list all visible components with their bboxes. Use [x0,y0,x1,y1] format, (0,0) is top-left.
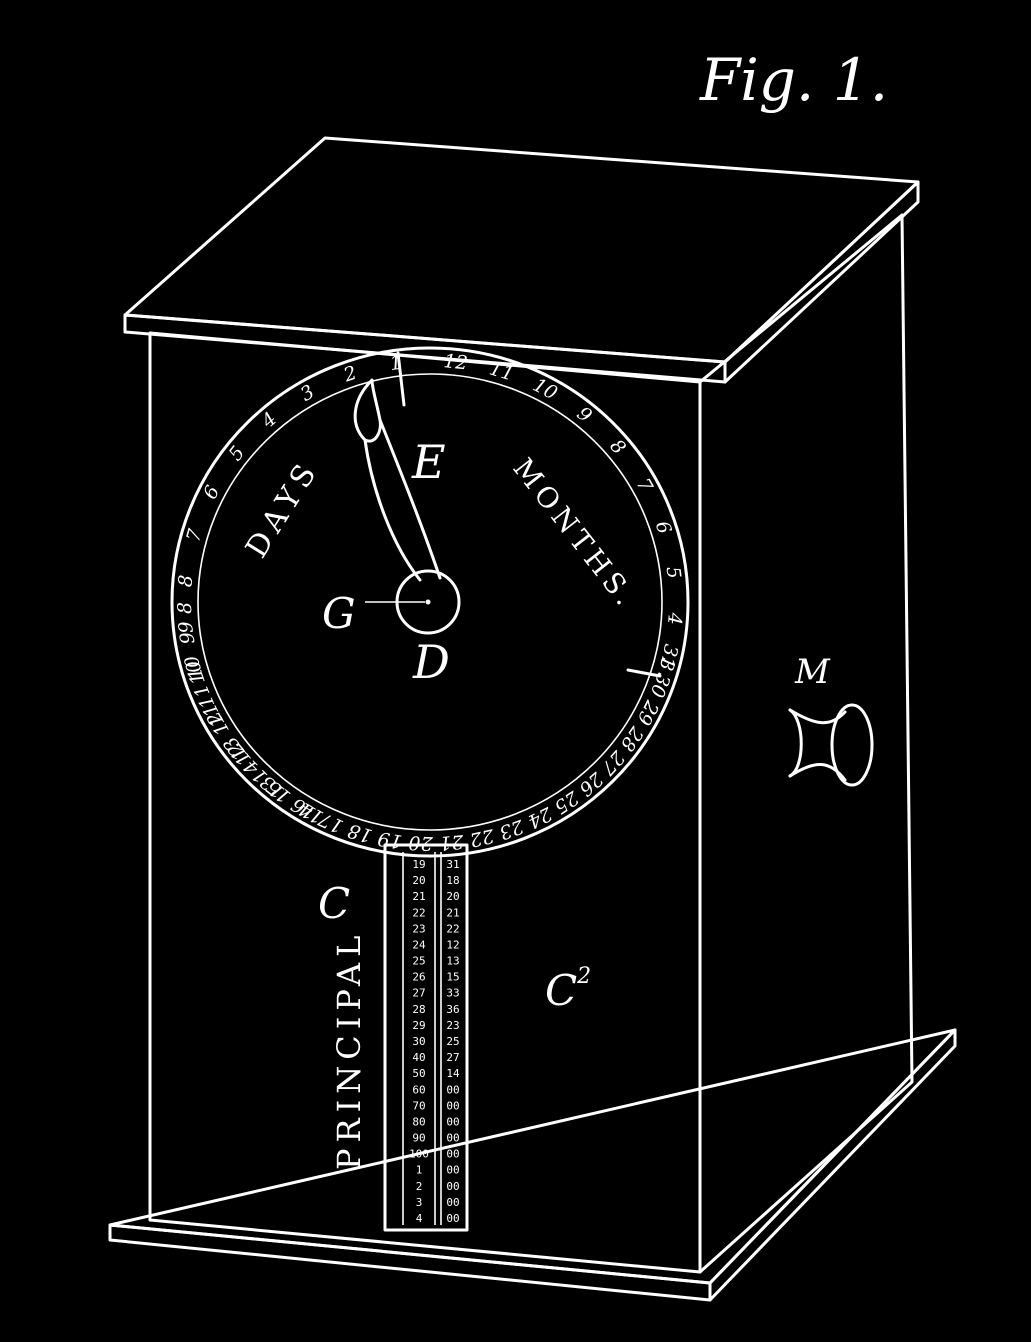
lower-tick-22: 22 [468,824,497,851]
strip-col2-cell-15: 00 [446,1099,459,1112]
strip-col1-cell-5: 24 [412,939,426,952]
strip-col2-cell-21: 00 [446,1196,459,1209]
lower-tick-9: 9 [176,630,200,645]
lower-tick-24: 24 [524,802,556,833]
ref-G: G [322,589,356,638]
strip-col1-cell-7: 26 [412,971,425,984]
strip-col2-cell-17: 00 [446,1132,459,1145]
ref-M: M [794,652,831,692]
strip-col1-cell-8: 27 [412,987,425,1000]
strip-col2-cell-4: 22 [446,922,459,935]
strip-col1-cell-1: 20 [412,874,425,887]
month-tick-4: 4 [663,611,686,626]
ref-E: E [411,435,446,489]
strip-col2-cell-20: 00 [446,1180,459,1193]
strip-col2-cell-16: 00 [446,1116,459,1129]
strip-col1-cell-4: 23 [412,922,425,935]
month-tick-8: 8 [605,435,630,458]
strip-col2-cell-22: 00 [446,1212,459,1225]
lower-tick-28: 28 [616,722,648,755]
strip-col2-cell-1: 18 [446,874,459,887]
strip-col2-cell-9: 36 [446,1003,459,1016]
day-tick-5: 5 [225,442,250,465]
ref-C: C [318,879,350,928]
strip-column-2: 31 18 20 21 22 12 13 15 33 36 23 25 27 14 00 00 00 00 00 00… [446,858,460,1225]
cabinet-body [148,213,914,1274]
strip-col1-cell-22: 4 [416,1212,423,1225]
strip-col1-cell-15: 70 [412,1099,425,1112]
month-tick-7: 7 [632,474,658,496]
days-label: DAYS [239,453,326,564]
lower-tick-27: 27 [596,746,630,780]
strip-col1-cell-13: 50 [412,1067,425,1080]
strip-col1-cell-6: 25 [412,955,425,968]
strip-col2-cell-2: 20 [446,890,459,903]
strip-col1-cell-17: 90 [412,1132,425,1145]
strip-col2-cell-11: 25 [446,1035,459,1048]
day-tick-8: 8 [174,574,197,588]
strip-col1-cell-14: 60 [412,1083,425,1096]
lower-tick-25: 25 [550,786,583,818]
knob [788,703,874,787]
month-tick-3: 3 [654,656,678,673]
strip-col2-cell-8: 33 [446,987,459,1000]
strip-col1-cell-18: 100 [409,1148,429,1161]
lower-tick-19: 19 [376,827,403,853]
day-tick-1: 1 [388,352,403,375]
strip-col2-cell-3: 21 [446,906,459,919]
month-tick-5: 5 [662,565,685,580]
month-tick-6: 6 [651,518,676,536]
lower-tick-29: 29 [632,696,663,728]
day-tick-3: 3 [297,381,318,406]
ref-D: D [412,635,450,689]
lower-tick-8: 8 [174,602,196,615]
strip-col1-cell-2: 21 [412,890,425,903]
cabinet-base [108,1028,957,1302]
lower-tick-21: 21 [438,830,465,854]
day-tick-6: 6 [199,482,224,503]
strip-col2-cell-12: 27 [446,1051,459,1064]
strip-col1-cell-12: 40 [412,1051,425,1064]
strip-col2-cell-5: 12 [446,939,459,952]
strip-col1-cell-19: 1 [416,1164,423,1177]
figure-label: Fig. 1. [699,46,888,114]
ref-C2: C2 [545,964,591,1015]
strip-column-1: 1920212223242526272829304050607080901001… [409,858,429,1225]
strip-col1-cell-3: 22 [412,906,425,919]
month-tick-10: 10 [529,374,561,405]
strip-col2-cell-18: 00 [446,1148,459,1161]
principal-strip: 1920212223242526272829304050607080901001… [383,843,469,1232]
principal-label: PRINCIPAL [330,930,368,1170]
strip-col1-cell-0: 19 [412,858,425,871]
strip-col1-cell-21: 3 [416,1196,423,1209]
strip-col2-cell-13: 14 [446,1067,460,1080]
strip-col2-cell-0: 31 [446,858,459,871]
lower-tick-26: 26 [574,767,607,800]
cabinet-lid [123,136,920,384]
month-tick-12: 12 [442,350,468,374]
strip-col2-cell-10: 23 [446,1019,459,1032]
day-tick-2: 2 [340,362,360,387]
pointer-hand [353,378,461,635]
strip-col1-cell-10: 29 [412,1019,425,1032]
month-tick-9: 9 [573,402,596,427]
strip-col1-cell-16: 80 [412,1116,425,1129]
strip-col2-cell-14: 00 [446,1083,459,1096]
strip-col2-cell-7: 15 [446,971,459,984]
lower-tick-20: 20 [408,831,434,854]
day-tick-9: 9 [175,620,198,634]
lower-tick-31: 31 [655,642,682,671]
day-tick-7: 7 [182,526,207,545]
strip-col2-cell-6: 13 [446,955,459,968]
strip-col2-cell-19: 00 [446,1164,459,1177]
strip-col1-cell-9: 28 [412,1003,425,1016]
strip-col1-cell-11: 30 [412,1035,425,1048]
strip-col1-cell-20: 2 [416,1180,423,1193]
